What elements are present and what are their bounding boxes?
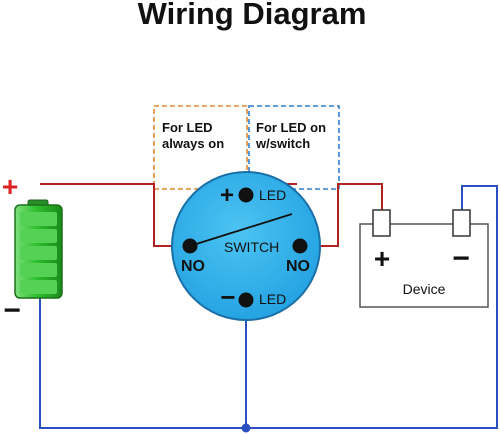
switch-face [171, 171, 321, 321]
no-right-terminal [292, 238, 308, 254]
device-positive-terminal [372, 209, 391, 237]
note-led-with-switch-line2: w/switch [255, 136, 310, 151]
led-bottom-label: LED [259, 291, 286, 307]
no-left-terminal [182, 238, 198, 254]
battery-minus-sign: − [3, 294, 21, 327]
note-led-always-on-line2: always on [162, 136, 224, 151]
battery-plus-sign: + [2, 171, 18, 202]
device-negative-terminal [452, 209, 471, 237]
device-label: Device [403, 281, 446, 297]
switch-minus-sign: − [220, 282, 235, 312]
note-led-always-on-line1: For LED [162, 120, 213, 135]
note-led-with-switch-line1: For LED on [256, 120, 326, 135]
switch-label: SWITCH [224, 239, 279, 255]
device-plus-sign: + [374, 243, 390, 274]
ground-junction-dot [241, 423, 251, 433]
switch-lever [192, 213, 293, 246]
no-right-label: NO [286, 258, 310, 275]
led-top-label: LED [259, 187, 286, 203]
page-title: Wiring Diagram [138, 0, 367, 31]
led-bottom-terminal [238, 292, 254, 308]
negative-wire [39, 185, 498, 429]
battery [14, 199, 63, 299]
no-left-label: NO [181, 258, 205, 275]
device-minus-sign: − [452, 242, 470, 275]
device-box [359, 223, 489, 308]
switch-plus-sign: + [220, 182, 234, 209]
led-top-terminal [238, 187, 254, 203]
